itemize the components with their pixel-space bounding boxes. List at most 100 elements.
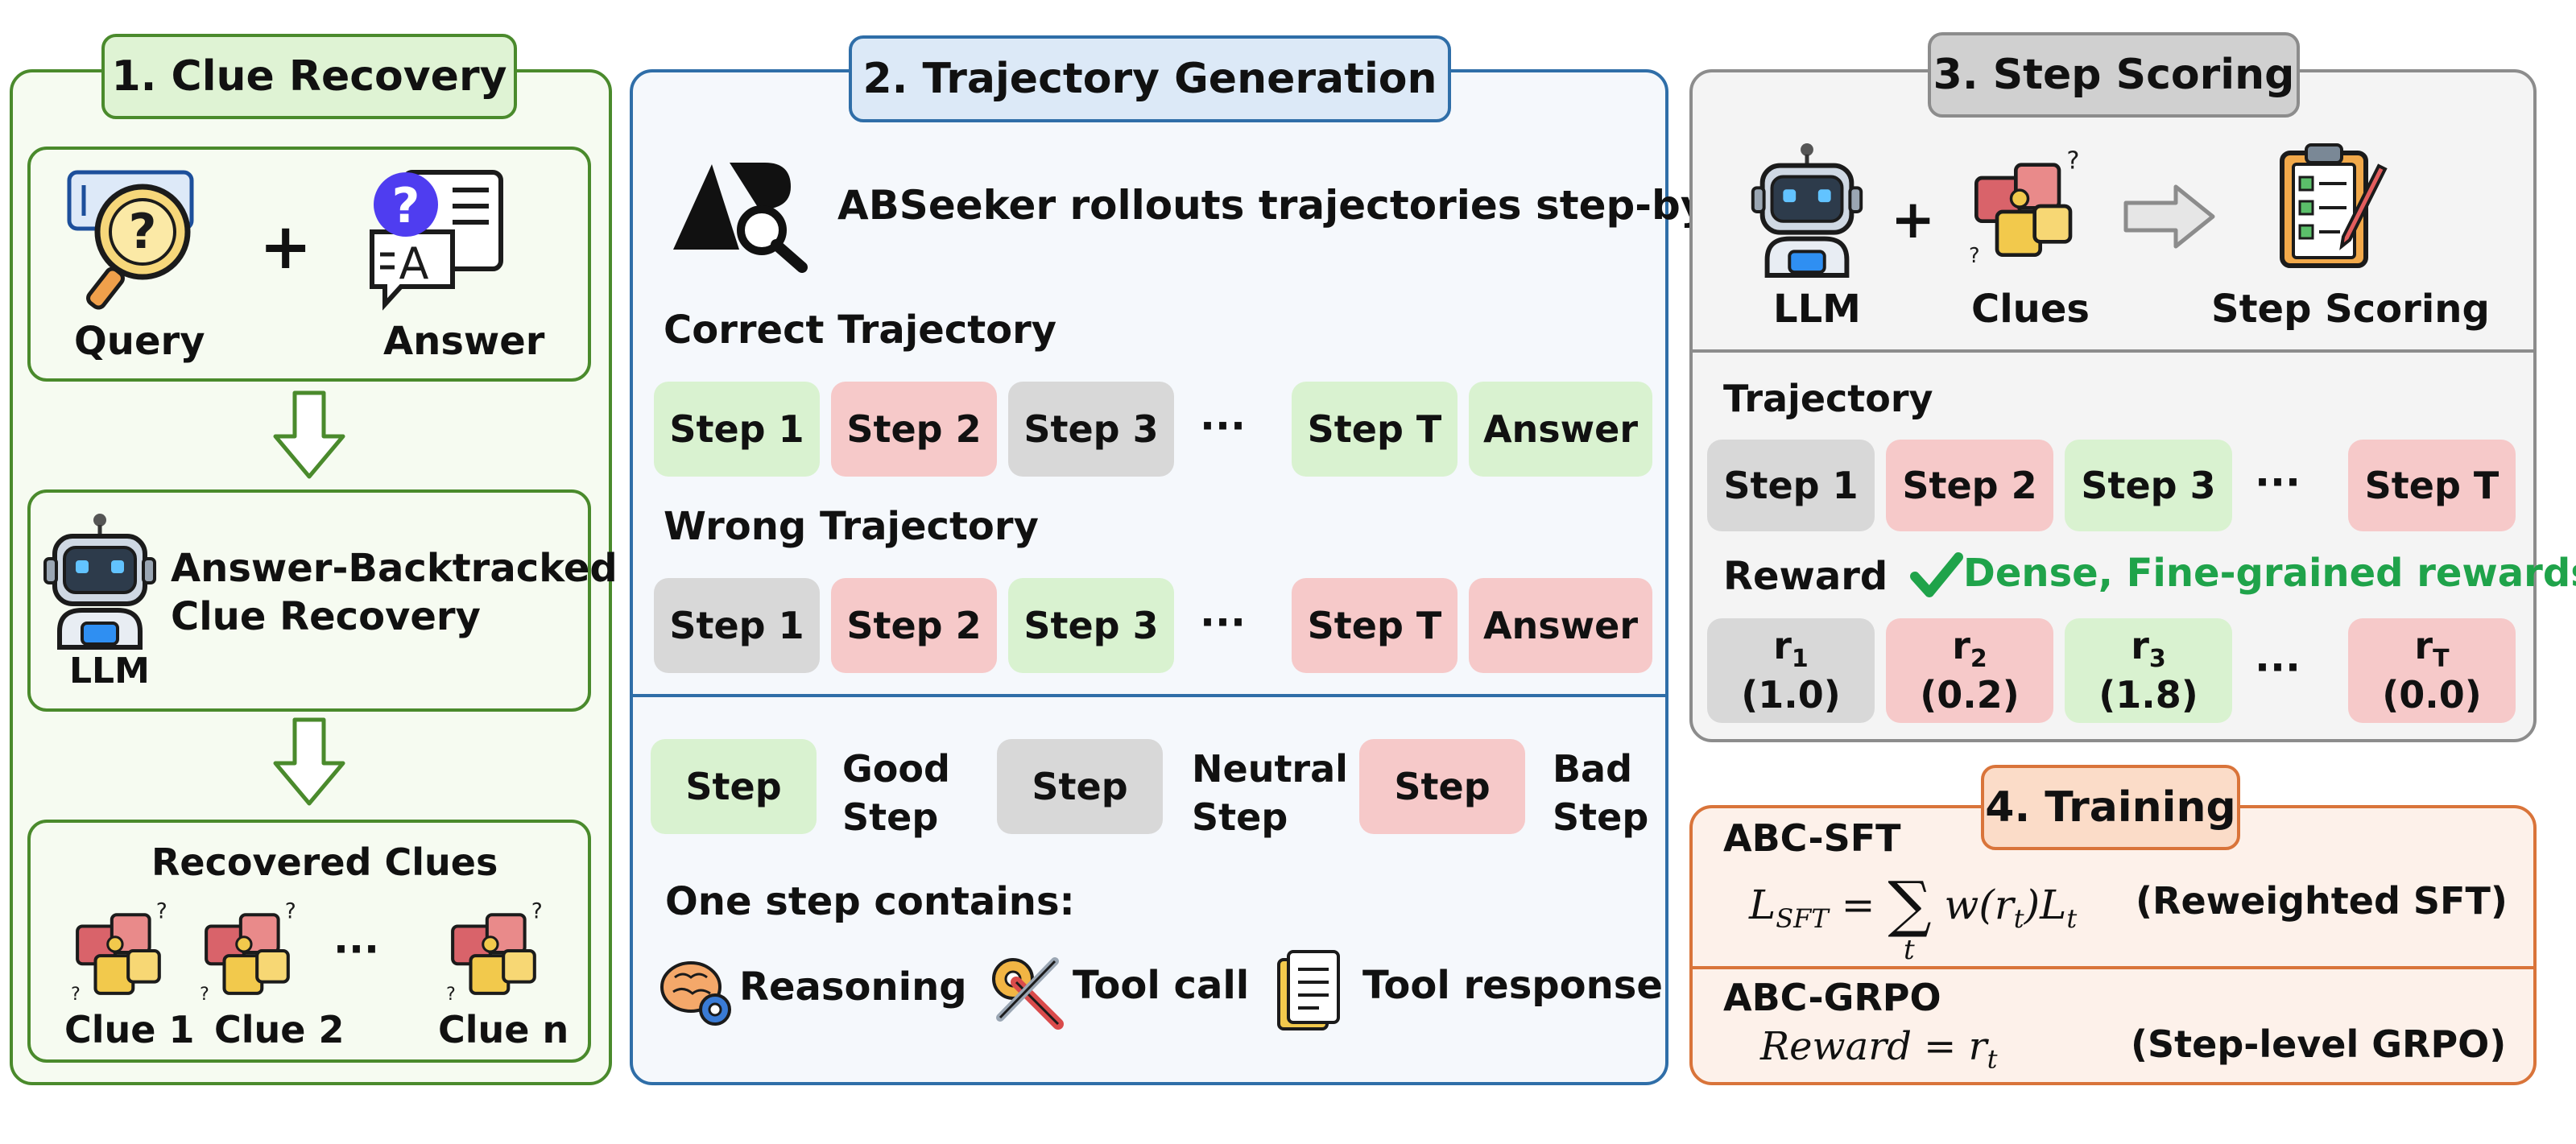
panel-divider [1691,966,2535,969]
abc-sft-description: (Reweighted SFT) [2136,879,2508,923]
wrong-step-box: Step 2 [831,578,997,673]
equals-sign: = [1911,1024,1969,1069]
wrong-answer-box: Answer [1469,578,1652,673]
reward-word: Reward [1760,1024,1912,1069]
svg-text:?: ? [156,898,167,923]
recovered-clues-title: Recovered Clues [151,840,498,884]
answer-icon: A ? [370,170,503,311]
abc-grpo-description: (Step-level GRPO) [2131,1022,2507,1066]
scored-step-box: Step T [2348,440,2516,531]
query-label: Query [74,319,205,364]
reward-symbol-letter: r [1952,624,1970,668]
abc-sft-title: ABC-SFT [1723,816,1901,860]
step-scoring-title: 3. Step Scoring [1928,32,2300,118]
svg-text:?: ? [446,984,456,1005]
clue-label: Clue 1 [64,1008,195,1051]
legend-neutral-label: Neutral [1192,747,1348,791]
clue-label: Clue 2 [214,1008,345,1051]
abc-grpo-title: ABC-GRPO [1723,976,1941,1019]
sft-loss-formula: LSFT = ∑ w(rt)Lt [1749,861,2078,940]
reward-symbol-letter: r [1773,624,1792,668]
sum-index: t [1904,934,1915,966]
reward-value: (0.2) [1920,672,2020,717]
correct-step-box: Step T [1292,382,1458,477]
reward-value: (0.0) [2382,672,2482,717]
down-arrow-icon [273,390,345,479]
legend-good-label: Step [842,795,939,839]
reward-ellipsis: ··· [2255,644,2301,691]
step-contains-title: One step contains: [665,879,1075,924]
correct-step-box: Step 1 [654,382,820,477]
robot-icon [43,514,156,650]
puzzle-icon: ? ? [446,898,543,1005]
training-title: 4. Training [1981,765,2240,850]
legend-bad-label: Bad [1553,747,1633,791]
reward-box: r2 (0.2) [1886,618,2053,723]
correct-answer-box: Answer [1469,382,1652,477]
reward-symbol-letter: r [2131,624,2149,668]
clues-label: Clues [1971,287,2090,332]
wrong-step-box: Step 1 [654,578,820,673]
legend-bad-label: Step [1553,795,1649,839]
legend-neutral-label: Step [1192,795,1288,839]
brain-gear-icon [660,961,731,1026]
clipboard-checklist-icon [2280,143,2388,268]
step-ellipsis: ··· [1200,599,1246,646]
recovery-method-line2: Clue Recovery [171,594,481,639]
reward-symbol-letter: r [2414,624,2433,668]
reasoning-label: Reasoning [739,964,967,1010]
reward-symbol-subscript: 2 [1970,645,1987,674]
scored-step-box: Step 2 [1886,440,2053,531]
reward-box: r3 (1.8) [2065,618,2232,723]
svg-text:?: ? [1969,244,1980,268]
svg-text:?: ? [200,984,209,1005]
trajectory-generation-panel [630,69,1668,1085]
loss-symbol: LSFT [1749,882,1829,934]
reward-value: (1.0) [1741,672,1841,717]
panel-divider [631,694,1667,697]
scored-step-box: Step 3 [2065,440,2232,531]
reward-symbol: r2 [1952,625,1987,674]
scored-step-box: Step 1 [1707,440,1875,531]
recovery-method-line1: Answer-Backtracked [171,546,618,591]
document-icon [1277,950,1340,1030]
clue-label: Clue n [438,1008,569,1051]
reward-value: (1.8) [2098,672,2198,717]
wrong-step-box: Step 3 [1008,578,1174,673]
right-arrow-icon [2123,184,2215,249]
puzzle-icon: ? ? [1969,147,2079,268]
query-icon: ? [67,170,194,310]
reward-symbol: r3 [2131,625,2166,674]
puzzle-icon: ? ? [200,898,296,1005]
clue-ellipsis: ··· [333,926,379,973]
step-ellipsis: ··· [2255,459,2301,506]
weight-term: w(rt)Lt [1944,882,2078,934]
plus-sign: + [1891,188,1936,250]
correct-trajectory-title: Correct Trajectory [664,308,1057,353]
reward-symbol-subscript: 1 [1791,645,1809,674]
sum-symbol: ∑ [1888,868,1932,940]
puzzle-icon: ? ? [71,898,167,1005]
svg-text:A: A [399,238,429,289]
svg-text:?: ? [531,898,543,923]
trajectory-title: Trajectory [1723,377,1933,420]
answer-label: Answer [383,319,545,364]
correct-step-box: Step 3 [1008,382,1174,477]
tool-response-label: Tool response [1362,963,1663,1008]
legend-bad-step: Step [1359,739,1525,834]
reward-term: rt [1968,1024,1998,1075]
tool-icon [992,957,1064,1030]
llm-label: LLM [69,650,150,692]
abseeker-logo-icon [673,163,808,273]
tool-call-label: Tool call [1073,963,1250,1008]
grpo-reward-formula: Reward = rt [1760,1024,1997,1075]
reward-note: Dense, Fine-grained rewards [1963,551,2576,596]
svg-text:?: ? [392,178,420,234]
reward-title: Reward [1723,554,1888,599]
svg-text:?: ? [71,984,81,1005]
trajectory-generation-title: 2. Trajectory Generation [849,35,1451,122]
rollout-description: ABSeeker rollouts trajectories step-by-s… [837,182,1823,229]
robot-icon [1751,142,1863,278]
reward-box: rT (0.0) [2348,618,2516,723]
legend-good-step: Step [651,739,817,834]
